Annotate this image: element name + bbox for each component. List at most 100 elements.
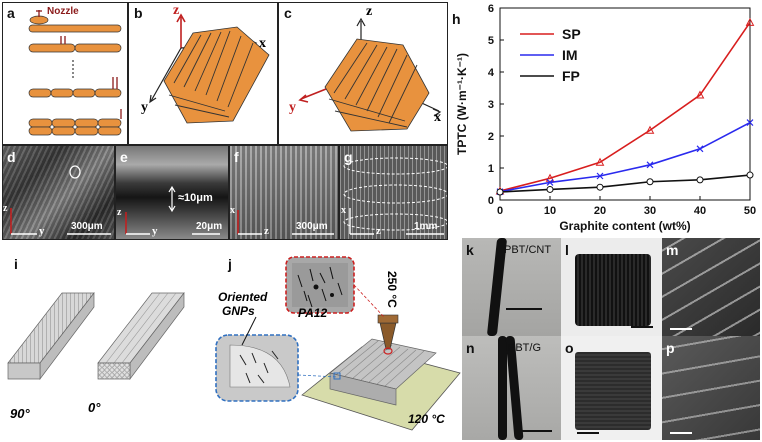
j-bed-temp: 120 °C — [408, 412, 445, 426]
data-point-fp — [746, 171, 754, 179]
data-point-im — [646, 161, 654, 169]
panel-f-sem: f x z 300μm — [229, 145, 339, 240]
panel-h-label: h — [452, 11, 461, 27]
series-line-im — [499, 121, 751, 193]
panel-m-label: m — [666, 242, 679, 258]
x-tick-label: 20 — [594, 205, 606, 217]
d-axis-y: y — [39, 225, 45, 237]
j-gnps-label: GNPs — [222, 304, 255, 318]
legend-label-sp: SP — [562, 26, 581, 42]
g-scale-bar-label: 1mm — [414, 221, 438, 232]
panel-k-label: k — [466, 242, 474, 258]
panel-j: j Oriented GNPs PA12 250 °C 120 °C — [212, 255, 462, 440]
n-caption: PBT/G — [508, 342, 542, 354]
printing-schematic — [215, 256, 461, 431]
data-point-im — [596, 172, 604, 180]
panel-b-label: b — [134, 5, 143, 21]
x-tick-label: 40 — [694, 205, 706, 217]
data-point-im — [546, 178, 554, 186]
series-line-fp — [499, 174, 751, 193]
e-scale-bar-label: 20μm — [196, 221, 223, 232]
c-axis-y: y — [289, 100, 296, 115]
panel-o-photo: o — [561, 336, 662, 440]
panel-d-label: d — [7, 149, 16, 165]
i-caption-90: 90° — [10, 406, 30, 421]
data-point-fp — [596, 183, 604, 191]
layer-deposition-diagram — [28, 10, 122, 136]
b-axis-y: y — [141, 100, 148, 115]
panel-e-label: e — [120, 149, 128, 165]
nozzle-label: Nozzle — [47, 6, 79, 17]
x-tick-label: 50 — [744, 205, 756, 217]
data-point-fp — [646, 178, 654, 186]
x-axis-label: Graphite content (wt%) — [559, 219, 690, 233]
panel-b: b z x y — [128, 2, 278, 145]
b-axis-z: z — [173, 3, 180, 18]
panel-f-label: f — [234, 149, 239, 165]
e-thickness-label: ≈10μm — [178, 192, 213, 204]
filament-stack-b — [149, 13, 270, 124]
printed-block — [329, 338, 437, 406]
y-tick-label: 2 — [488, 131, 494, 143]
j-pa12-label: PA12 — [298, 306, 328, 320]
data-point-im — [746, 119, 754, 126]
f-axis-z: z — [264, 225, 269, 237]
filament-stack-c — [298, 17, 442, 132]
legend-label-fp: FP — [562, 68, 580, 84]
data-point-im — [696, 145, 704, 153]
panel-k-photo: k PBT/CNT — [462, 238, 561, 336]
legend-label-im: IM — [562, 47, 578, 63]
y-tick-label: 0 — [488, 195, 494, 207]
data-point-fp — [496, 188, 504, 196]
i-caption-0: 0° — [88, 400, 101, 415]
panel-i: i 90° 0° — [2, 255, 212, 440]
y-tick-label: 4 — [488, 67, 495, 79]
nozzle-icon — [36, 10, 122, 119]
panel-a-label: a — [7, 5, 15, 21]
panel-c: c z y x — [278, 2, 448, 145]
g-axis-z: z — [376, 225, 381, 237]
x-tick-label: 30 — [644, 205, 656, 217]
panel-c-label: c — [284, 5, 292, 21]
panel-n-photo: n PBT/G — [462, 336, 561, 440]
b-axis-x: x — [259, 36, 266, 51]
d-axis-z: z — [3, 203, 8, 214]
e-axis-y: y — [152, 225, 158, 237]
panel-l-label: l — [565, 242, 569, 258]
x-tick-label: 10 — [544, 205, 556, 217]
axis-z-icon — [176, 13, 186, 48]
d-scale-bar-label: 300μm — [71, 221, 103, 232]
c-axis-z: z — [366, 4, 373, 19]
data-point-fp — [696, 176, 704, 184]
panel-e-sem: e ≈10μm z y 20μm — [115, 145, 229, 240]
g-axis-x: x — [341, 205, 346, 216]
panel-p-sem: p — [662, 336, 760, 440]
j-nozzle-temp: 250 °C — [385, 271, 399, 308]
c-axis-x: x — [434, 110, 441, 125]
data-point-fp — [546, 185, 554, 193]
panel-n-label: n — [466, 340, 475, 356]
e-axis-z: z — [117, 207, 122, 218]
panel-j-label: j — [228, 256, 232, 272]
f-scale-bar-label: 300μm — [296, 221, 328, 232]
panel-g-sem: g x z 1mm — [339, 145, 448, 240]
j-oriented-label: Oriented — [218, 290, 268, 304]
data-point-sp — [545, 173, 555, 182]
y-tick-label: 5 — [488, 35, 494, 47]
y-tick-label: 3 — [488, 99, 494, 111]
bar-0-deg — [97, 291, 185, 381]
panel-d-sem: d z y 300μm — [2, 145, 115, 240]
data-point-sp — [645, 125, 655, 134]
y-tick-label: 1 — [488, 163, 494, 175]
x-tick-label: 0 — [497, 205, 503, 217]
panel-p-label: p — [666, 340, 675, 356]
panel-m-sem: m — [662, 238, 760, 336]
panel-i-label: i — [14, 256, 18, 272]
panel-l-photo: l — [561, 238, 662, 336]
y-tick-label: 6 — [488, 3, 494, 15]
bar-90-deg — [7, 291, 95, 381]
data-point-sp — [595, 157, 605, 166]
panel-a: a Nozzle — [2, 2, 128, 145]
k-caption: PBT/CNT — [504, 244, 552, 256]
